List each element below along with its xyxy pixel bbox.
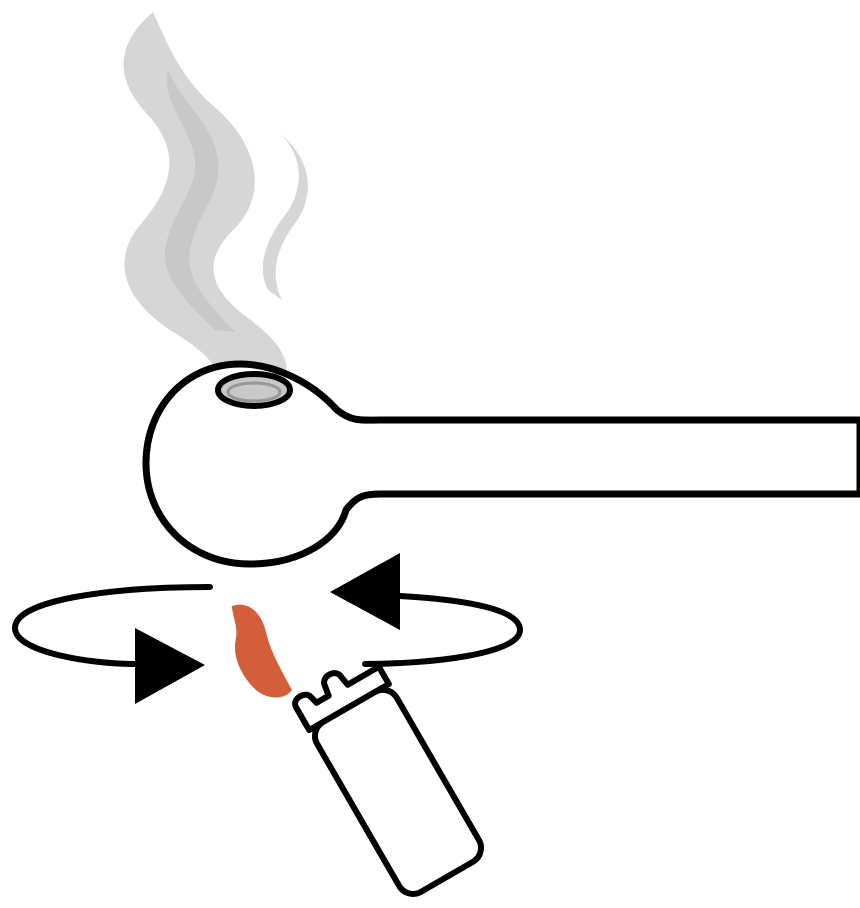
- lighter-icon: [290, 651, 487, 900]
- arrow-head-left: [135, 628, 205, 704]
- smoke-plume-right: [263, 132, 308, 300]
- smoke-icon: [124, 12, 308, 380]
- flame-icon: [232, 605, 292, 698]
- glass-pipe-icon: [146, 364, 860, 564]
- lighter-body: [309, 684, 487, 900]
- arrow-head-right: [330, 553, 400, 630]
